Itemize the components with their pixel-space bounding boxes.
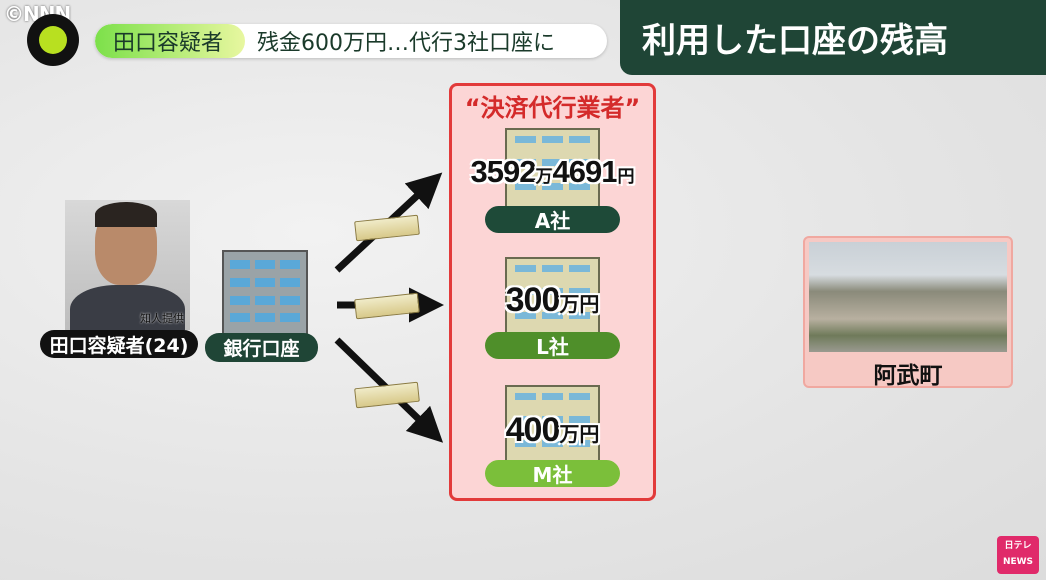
company-m-label: M社 [485, 460, 620, 487]
company-m-balance: 400万円 [505, 411, 600, 449]
bank-account-label: 銀行口座 [205, 333, 318, 362]
town-hall-photo [809, 242, 1007, 352]
headline-text: 残金600万円…代行3社口座に [257, 31, 556, 56]
graphic-title: 利用した口座の残高 [620, 0, 1046, 75]
suspect-name-label: 田口容疑者(24) [40, 330, 198, 358]
headline-bar: 田口容疑者 残金600万円…代行3社口座に [95, 24, 607, 58]
company-l-label: L社 [485, 332, 620, 359]
company-a-label: A社 [485, 206, 620, 233]
town-label: 阿武町 [873, 363, 943, 389]
town-hall-card: 阿武町 [803, 236, 1013, 389]
company-a-balance: 3592万4691円 [470, 154, 635, 189]
broadcaster-logo-top: 日テレ [1004, 541, 1032, 551]
channel-logo-icon [27, 14, 79, 66]
company-building-icon [505, 385, 600, 465]
broadcaster-logo: 日テレ NEWS [997, 536, 1039, 574]
processors-title: “決済代行業者” [464, 94, 641, 122]
broadcaster-logo-bottom: NEWS [1002, 557, 1034, 567]
company-l-balance: 300万円 [505, 281, 600, 319]
suspect-photo [65, 200, 190, 330]
company-building-icon [505, 257, 600, 337]
headline-tag: 田口容疑者 [95, 24, 246, 58]
photo-credit: 知人提供 [140, 312, 184, 325]
